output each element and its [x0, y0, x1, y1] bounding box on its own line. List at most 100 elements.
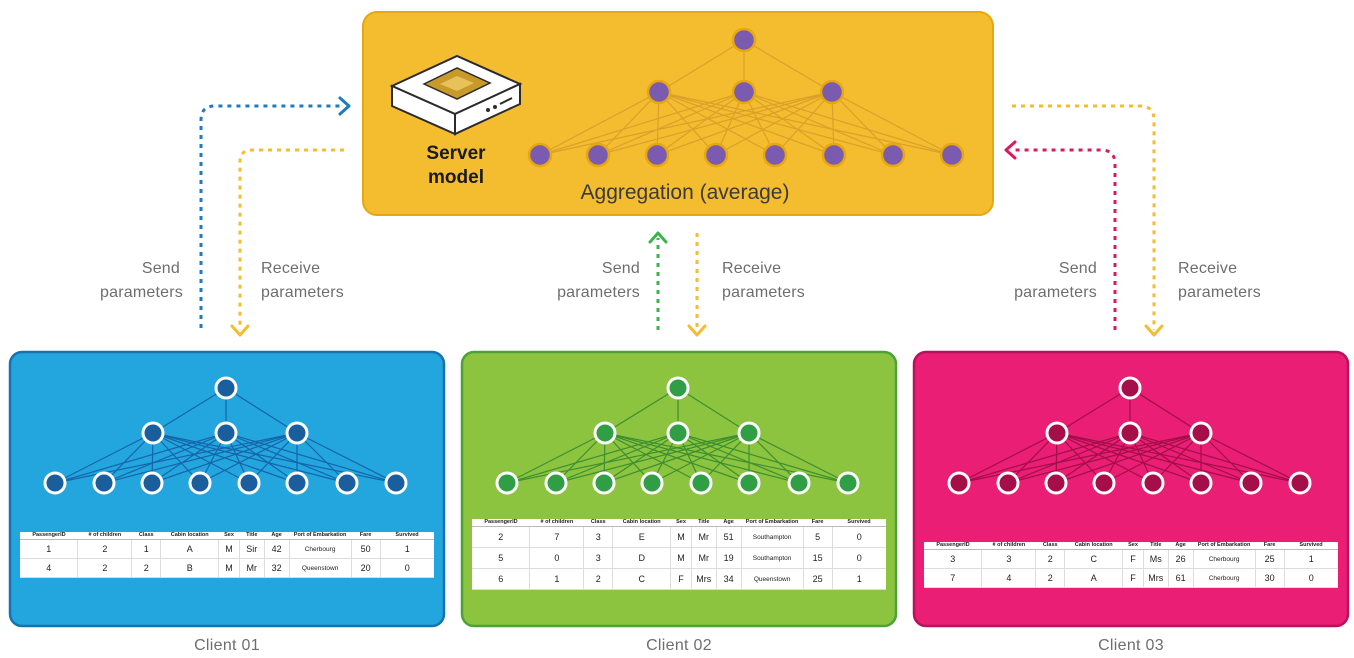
table-cell: 26: [1168, 549, 1194, 569]
column-header: Survived: [380, 532, 434, 540]
connection-line: [1129, 432, 1252, 484]
send-parameters-label-client-03: Send parameters: [1014, 260, 1097, 301]
connection-line: [658, 39, 745, 93]
network-node: [1239, 471, 1263, 495]
connection-line: [748, 432, 849, 484]
table-cell: F: [670, 568, 692, 590]
table-cell: 1: [529, 568, 585, 590]
server-model-title: Server model: [426, 143, 486, 188]
connection-line: [225, 387, 298, 434]
connection-line: [54, 432, 154, 484]
network-node: [737, 471, 761, 495]
table-cell: 32: [264, 558, 290, 578]
connection-line: [555, 432, 679, 484]
network-node: [188, 471, 212, 495]
connection-line: [248, 432, 298, 484]
client-03-network: [947, 376, 1312, 495]
network-node: [762, 142, 788, 168]
column-header: Sex: [1122, 542, 1144, 550]
receive-parameters-label-client-03: Receive parameters: [1178, 260, 1261, 301]
column-header: Age: [264, 532, 290, 540]
table-cell: 1: [131, 539, 162, 559]
connection-line: [743, 91, 835, 156]
table-cell: 2: [583, 568, 614, 590]
table-cell: 2: [1035, 568, 1066, 588]
connection-line: [603, 432, 750, 484]
connection-line: [958, 432, 1202, 484]
table-cell: 5: [803, 526, 833, 548]
receive-arrow-client-01: [238, 148, 344, 330]
connection-line: [604, 432, 849, 484]
connection-line: [296, 432, 397, 484]
network-node: [43, 471, 67, 495]
column-header: Title: [239, 532, 265, 540]
connection-line: [1056, 387, 1131, 434]
table-cell: Mr: [691, 526, 717, 548]
connection-line: [103, 432, 154, 484]
server-device-icon: [389, 54, 523, 136]
server-network: [527, 27, 965, 168]
connection-line: [152, 387, 227, 434]
table-cell: Queenstown: [741, 568, 804, 590]
network-node: [285, 421, 309, 445]
column-header: Class: [131, 532, 161, 540]
network-node: [285, 471, 309, 495]
table-cell: 30: [1255, 568, 1285, 588]
network-node: [237, 471, 261, 495]
send-arrow-client-01: [199, 104, 342, 328]
network-node: [214, 421, 238, 445]
network-node: [731, 27, 757, 53]
network-node: [666, 376, 690, 400]
connection-line: [225, 432, 348, 484]
table-cell: 1: [832, 568, 886, 590]
column-header: Age: [1168, 542, 1194, 550]
connection-line: [743, 91, 894, 156]
table-cell: 2: [77, 558, 133, 578]
connection-line: [199, 432, 298, 484]
table-cell: A: [160, 539, 220, 559]
table-cell: Mrs: [1143, 568, 1169, 588]
send-parameters-label-client-01: Send parameters: [100, 260, 183, 301]
connection-line: [1129, 432, 1202, 484]
network-node: [880, 142, 906, 168]
connection-line: [1200, 432, 1252, 484]
table-cell: Ms: [1143, 549, 1169, 569]
connection-line: [539, 91, 833, 156]
connection-line: [1056, 432, 1301, 484]
network-node: [996, 471, 1020, 495]
network-node: [1189, 471, 1213, 495]
table-cell: 51: [716, 526, 742, 548]
column-header: Fare: [1255, 542, 1285, 550]
connection-line: [658, 91, 953, 156]
receive-parameters-label-client-01: Receive parameters: [261, 260, 344, 301]
network-node: [689, 471, 713, 495]
connection-line: [54, 432, 298, 484]
network-node: [527, 142, 553, 168]
connection-line: [103, 432, 298, 484]
connection-line: [831, 91, 894, 156]
network-node: [787, 471, 811, 495]
table-cell: 4: [981, 568, 1037, 588]
connection-line: [1007, 432, 1202, 484]
table-cell: 50: [351, 539, 381, 559]
connection-line: [296, 432, 348, 484]
table-cell: Mr: [691, 547, 717, 569]
send-parameters-label-client-02: Send parameters: [557, 260, 640, 301]
client-03-label: Client 03: [1098, 637, 1164, 654]
table-cell: 19: [716, 547, 742, 569]
network-node: [939, 142, 965, 168]
column-header: Title: [1143, 542, 1169, 550]
column-header: Cabin location: [160, 532, 219, 540]
table-cell: 3: [924, 549, 983, 569]
network-node: [666, 421, 690, 445]
network-node: [92, 471, 116, 495]
connection-line: [1007, 432, 1058, 484]
table-cell: 3: [583, 547, 614, 569]
network-node: [1092, 471, 1116, 495]
